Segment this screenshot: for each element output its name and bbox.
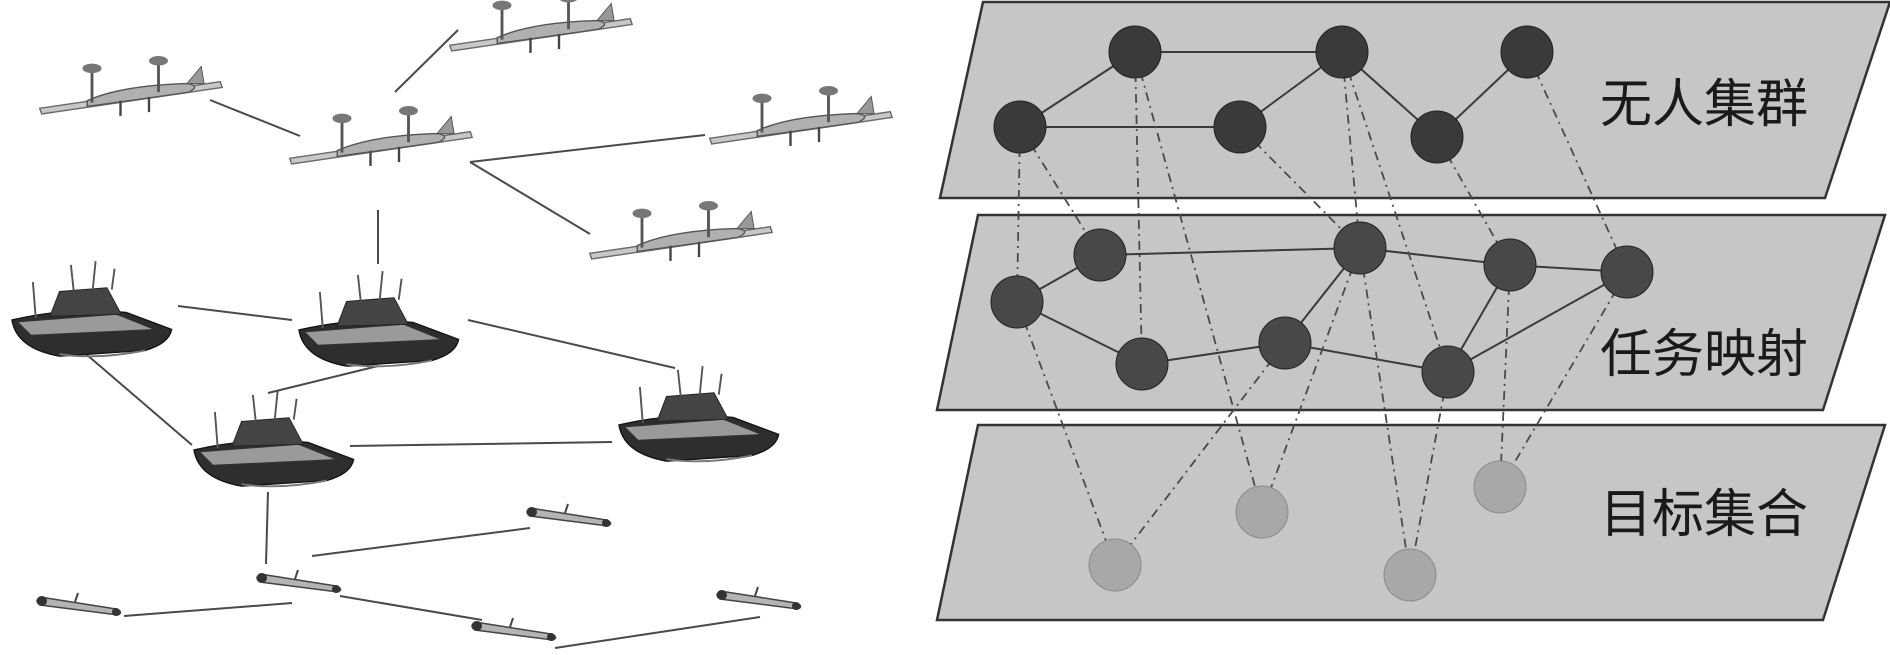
swarm-node — [1213, 100, 1267, 154]
target-node — [1235, 485, 1289, 539]
swarm-nodes — [993, 25, 1554, 164]
swarm-node — [1108, 25, 1162, 79]
uav-aircraft-icon — [708, 84, 894, 148]
uav-aircraft-icon — [588, 199, 774, 263]
mapping-node — [990, 275, 1044, 329]
mapping-node — [1115, 337, 1169, 391]
mapping-node — [1600, 245, 1654, 299]
layer-label-mapping: 任务映射 — [1600, 325, 1808, 385]
mapping-node — [1421, 345, 1475, 399]
swarm-links — [85, 29, 761, 649]
target-node — [1383, 548, 1437, 602]
swarm-node — [1315, 25, 1369, 79]
swarm-node — [1500, 25, 1554, 79]
uuv-submarine-icon — [471, 617, 557, 642]
mapping-nodes — [990, 221, 1654, 399]
target-nodes — [1088, 460, 1527, 602]
usv-boat-icon — [193, 390, 355, 488]
mapping-node — [1483, 238, 1537, 292]
uuv-submarine-icon — [526, 503, 612, 528]
uuv-submarine-icon — [256, 569, 342, 594]
swarm-illustration — [11, 0, 894, 649]
mapping-links — [1016, 51, 1628, 576]
mapping-node — [1333, 221, 1387, 275]
target-node — [1473, 460, 1527, 514]
mapping-node — [1073, 228, 1127, 282]
layer-label-swarm: 无人集群 — [1600, 75, 1808, 135]
layer-plane-targets — [935, 423, 1887, 622]
uuv-submarine-icon — [716, 586, 802, 611]
layer-label-targets: 目标集合 — [1600, 485, 1808, 545]
layer-diagram: 无人集群 任务映射 目标集合 — [935, 0, 1890, 622]
usv-boat-icon — [11, 260, 173, 358]
mapping-node — [1258, 316, 1312, 370]
uuv-submarine-icon — [36, 592, 122, 617]
uav-aircraft-icon — [448, 0, 634, 55]
uav-aircraft-icon — [38, 54, 224, 118]
swarm-node — [1410, 110, 1464, 164]
usv-boat-icon — [298, 270, 460, 368]
target-node — [1088, 538, 1142, 592]
swarm-node — [993, 100, 1047, 154]
usv-boat-icon — [618, 365, 780, 463]
uav-aircraft-icon — [288, 104, 474, 168]
